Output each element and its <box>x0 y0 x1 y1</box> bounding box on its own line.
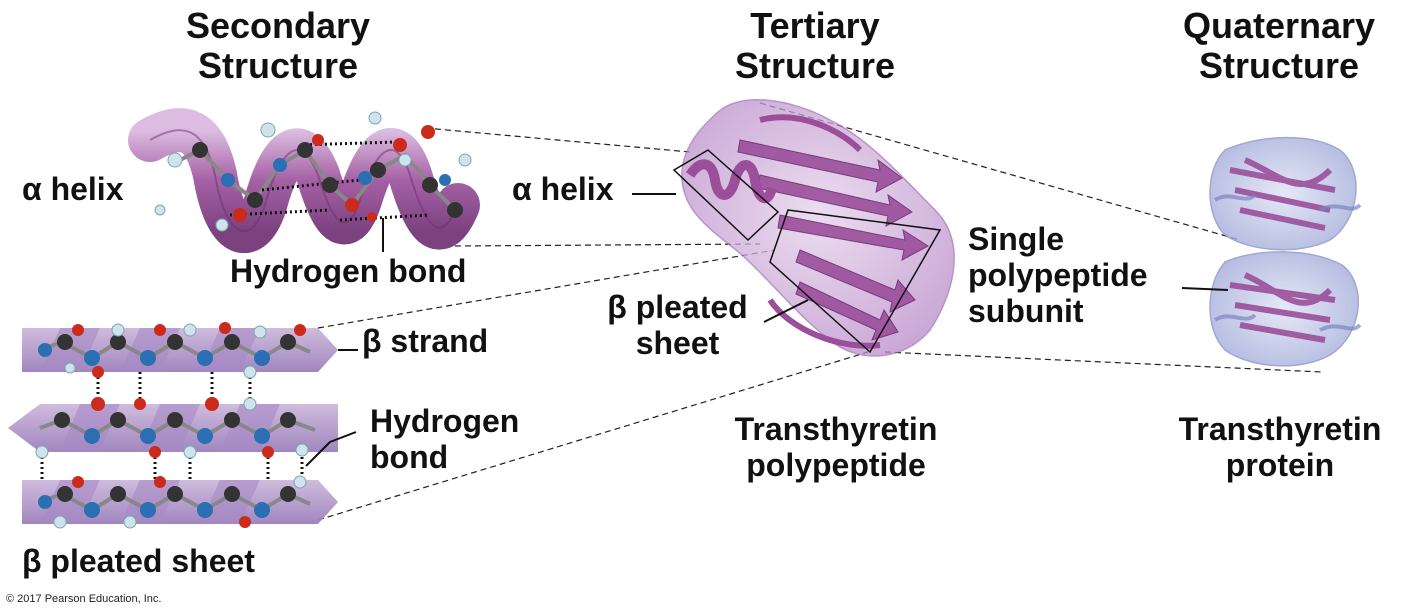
alpha-helix-mid-label: α helix <box>512 171 614 207</box>
connector-lines <box>317 102 1323 521</box>
beta-sheet-model <box>8 322 338 529</box>
beta-strand-label: β strand <box>362 323 489 359</box>
alpha-helix-model <box>128 108 480 253</box>
single-polypeptide-subunit-line-1: Single <box>968 221 1065 257</box>
hydrogen-bond-sheet-label: Hydrogen bond <box>370 403 520 476</box>
transthyretin-protein-line-1: Transthyretin <box>1178 411 1382 447</box>
beta-sheet-mid-pointer <box>763 299 809 323</box>
subunit-pointer <box>1181 287 1229 291</box>
beta-pleated-sheet-label: β pleated sheet <box>22 543 255 579</box>
quaternary-structure-model <box>1209 136 1362 367</box>
single-polypeptide-subunit-label: Single polypeptide subunit <box>968 221 1148 329</box>
beta-pleated-sheet-mid-line-2: sheet <box>635 324 720 361</box>
copyright-notice: © 2017 Pearson Education, Inc. <box>6 593 162 605</box>
heading-tertiary-line-2: Structure <box>734 45 896 87</box>
heading-secondary-line-2: Structure <box>197 45 359 87</box>
hydrogen-bond-sheet-line-2: bond <box>370 438 449 475</box>
tertiary-structure-model <box>672 99 955 357</box>
single-polypeptide-subunit-line-3: subunit <box>968 292 1084 329</box>
heading-secondary: Secondary Structure <box>158 5 398 87</box>
connector-quaternary-bottom <box>884 351 1323 373</box>
hydrogen-bond-helix-label: Hydrogen bond <box>230 253 467 289</box>
connector-sheet-top <box>317 249 776 329</box>
transthyretin-protein-line-2: protein <box>1225 446 1335 483</box>
heading-quaternary: Quaternary Structure <box>1156 5 1402 87</box>
heading-tertiary: Tertiary Structure <box>700 5 930 87</box>
heading-tertiary-line-1: Tertiary <box>750 5 880 46</box>
heading-quaternary-line-1: Quaternary <box>1182 5 1376 46</box>
connector-helix-top <box>424 127 691 153</box>
connector-sheet-bottom <box>317 351 869 521</box>
connector-helix-bottom <box>454 243 761 247</box>
alpha-helix-outline <box>672 149 780 242</box>
beta-pleated-sheet-mid-label: β pleated sheet <box>590 289 765 362</box>
single-polypeptide-subunit-line-2: polypeptide <box>968 256 1148 293</box>
hydrogen-bond-sheet-pointer <box>305 431 357 467</box>
beta-pleated-sheet-mid-line-1: β pleated <box>607 289 748 325</box>
beta-sheet-outline <box>769 209 942 354</box>
transthyretin-protein-label: Transthyretin protein <box>1150 411 1402 484</box>
transthyretin-polypeptide-line-1: Transthyretin <box>734 411 938 447</box>
transthyretin-polypeptide-label: Transthyretin polypeptide <box>706 411 966 484</box>
transthyretin-polypeptide-line-2: polypeptide <box>746 446 926 483</box>
alpha-helix-label: α helix <box>22 171 124 207</box>
hydrogen-bond-sheet-line-1: Hydrogen <box>370 403 520 439</box>
heading-quaternary-line-2: Structure <box>1198 45 1360 87</box>
heading-secondary-line-1: Secondary <box>185 5 371 46</box>
